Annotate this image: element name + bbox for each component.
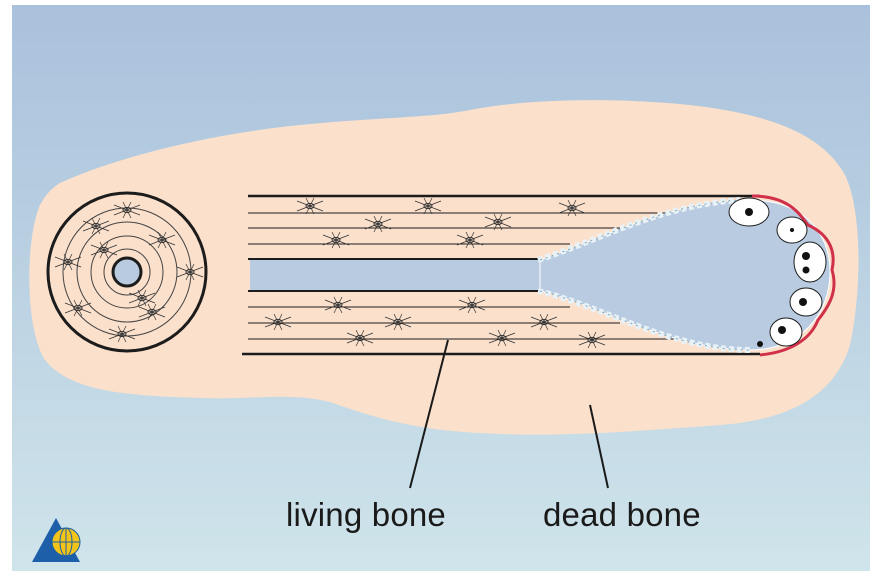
central-canal [250,260,550,290]
dead-bone-label: dead bone [543,496,701,534]
living-bone-label: living bone [286,496,446,534]
